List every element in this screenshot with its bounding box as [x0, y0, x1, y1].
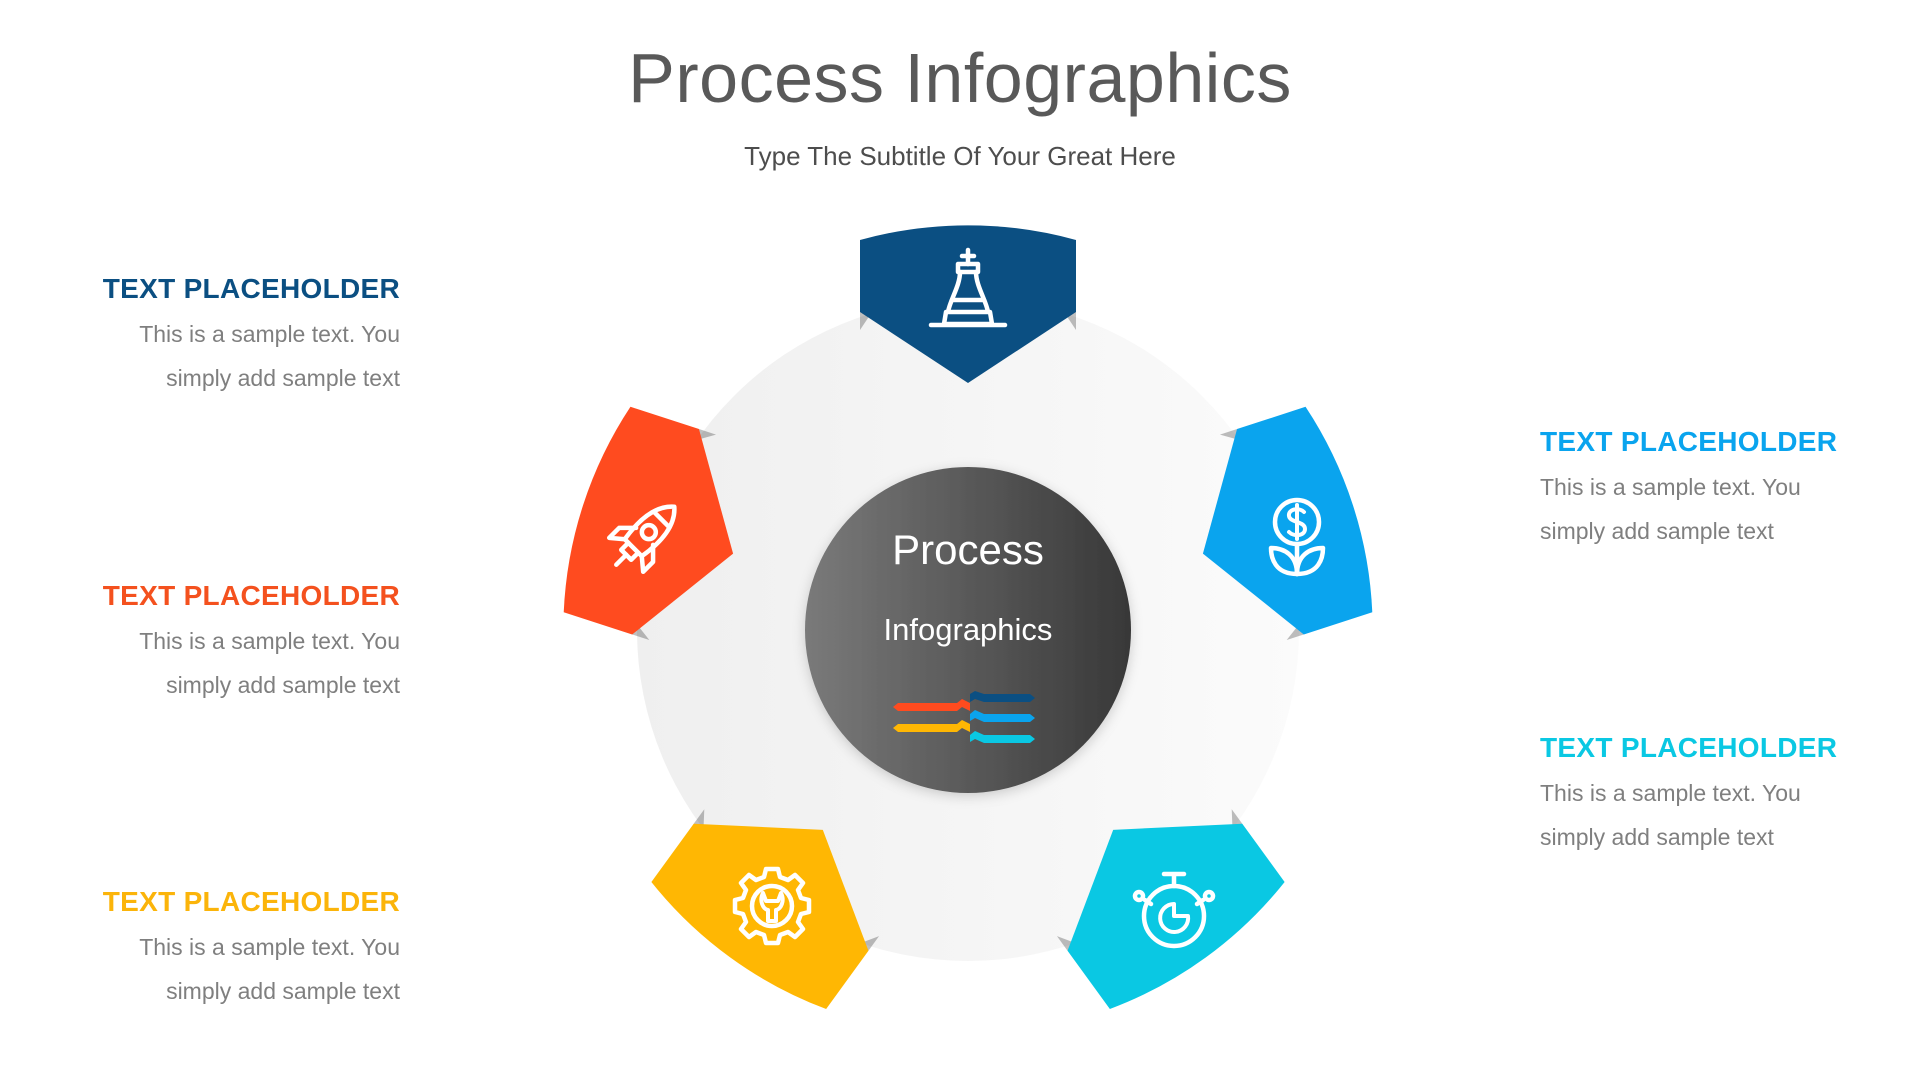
text-block-heading: TEXT PLACEHOLDER [102, 273, 400, 304]
page-subtitle: Type The Subtitle Of Your Great Here [744, 141, 1176, 171]
gear-wrench-icon [732, 866, 812, 946]
text-block-body: This is a sample text. You simply add sa… [60, 619, 400, 707]
text-line: simply add sample text [166, 672, 400, 698]
center-circle [805, 467, 1131, 793]
text-block-body: This is a sample text. You simply add sa… [60, 925, 400, 1013]
text-block-heading: TEXT PLACEHOLDER [102, 580, 400, 611]
text-block-heading: TEXT PLACEHOLDER [1540, 732, 1838, 763]
center-title: Process [892, 526, 1044, 573]
chess-king-icon [928, 247, 1008, 328]
text-line: simply add sample text [166, 365, 400, 391]
merging-arrows-icon [893, 691, 1035, 743]
page-title: Process Infographics [628, 39, 1292, 117]
text-block-left-2: TEXT PLACEHOLDER This is a sample text. … [60, 579, 400, 707]
text-line: This is a sample text. You [139, 934, 400, 960]
stopwatch-icon [1132, 871, 1216, 949]
text-line: This is a sample text. You [1540, 474, 1801, 500]
text-block-heading: TEXT PLACEHOLDER [1540, 426, 1838, 457]
text-block-body: This is a sample text. You simply add sa… [1540, 465, 1880, 553]
text-block-right-1: TEXT PLACEHOLDER This is a sample text. … [1540, 425, 1880, 553]
text-block-body: This is a sample text. You simply add sa… [60, 312, 400, 400]
center-subtitle: Infographics [883, 612, 1053, 647]
money-plant-icon [1268, 497, 1326, 577]
text-line: simply add sample text [166, 978, 400, 1004]
text-block-body: This is a sample text. You simply add sa… [1540, 771, 1880, 859]
text-line: simply add sample text [1540, 824, 1774, 850]
rocket-icon [606, 504, 677, 575]
text-line: simply add sample text [1540, 518, 1774, 544]
text-line: This is a sample text. You [139, 321, 400, 347]
text-block-right-2: TEXT PLACEHOLDER This is a sample text. … [1540, 731, 1880, 859]
text-block-left-3: TEXT PLACEHOLDER This is a sample text. … [60, 885, 400, 1013]
text-line: This is a sample text. You [139, 628, 400, 654]
text-block-left-1: TEXT PLACEHOLDER This is a sample text. … [60, 272, 400, 400]
text-line: This is a sample text. You [1540, 780, 1801, 806]
text-block-heading: TEXT PLACEHOLDER [102, 886, 400, 917]
